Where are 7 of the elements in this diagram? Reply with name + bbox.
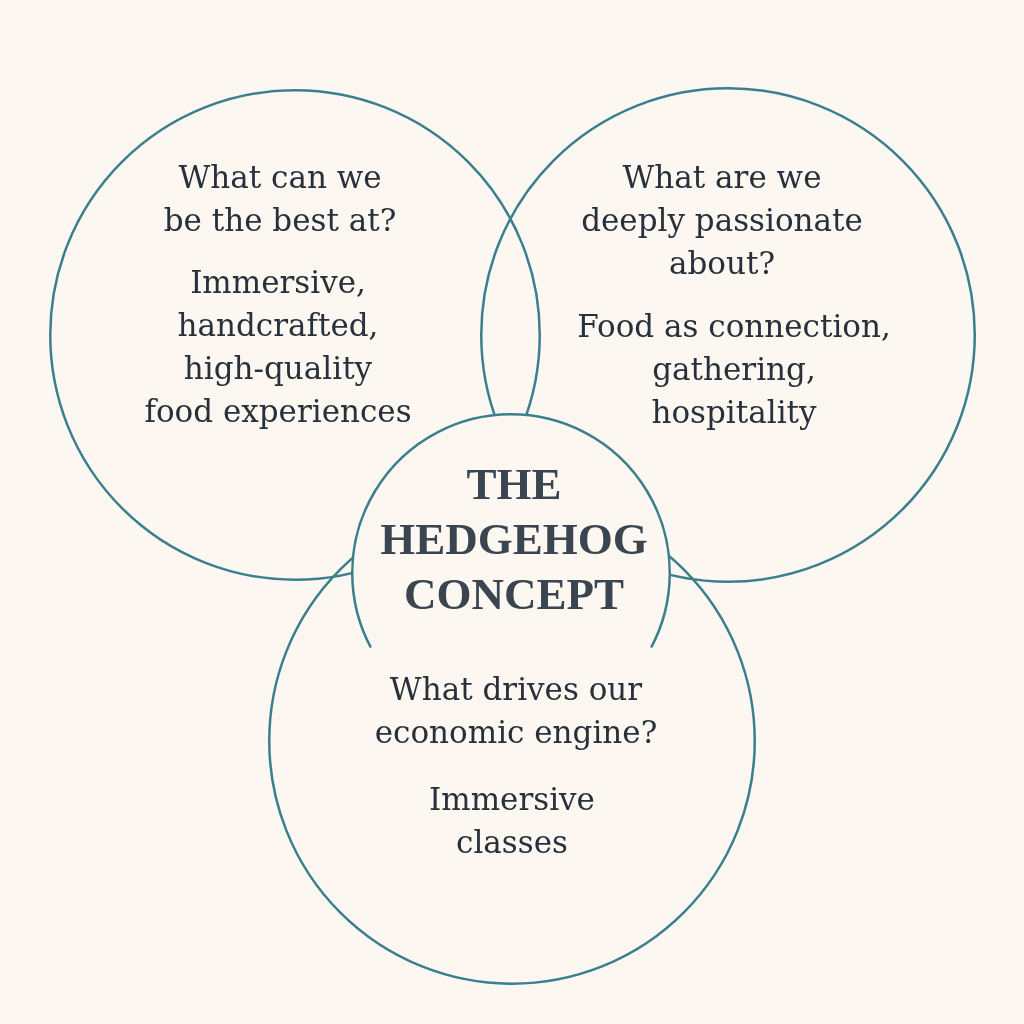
question-text: What are we deeply passionate about?: [581, 158, 863, 283]
question-text: What drives our economic engine?: [374, 670, 658, 752]
answer-text: Immersive, handcrafted, high-quality food experiences: [144, 263, 412, 431]
answer-text: Immersive classes: [429, 780, 595, 862]
answer-text: Food as connection, gathering, hospitality: [577, 307, 891, 432]
question-text: What can we be the best at?: [163, 158, 397, 240]
concept-title: THE HEDGEHOG CONCEPT: [380, 458, 648, 621]
